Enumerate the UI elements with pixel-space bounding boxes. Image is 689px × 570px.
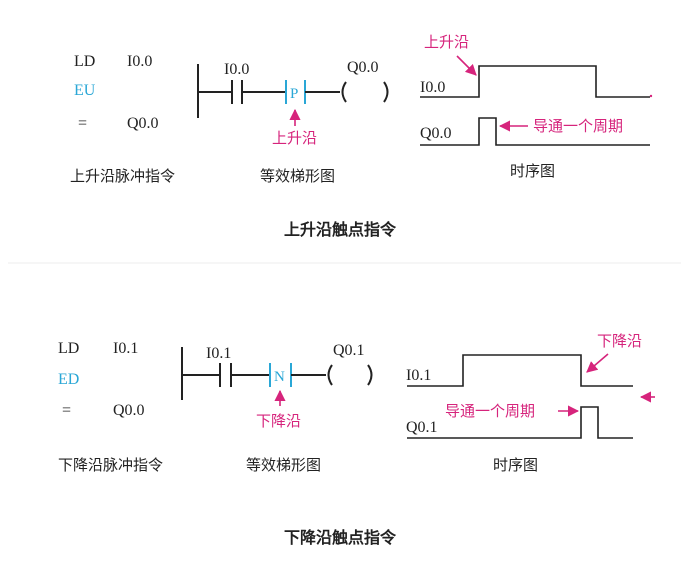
falling-addr-output: Q0.0 (113, 402, 145, 419)
rising-output-waveform (420, 117, 650, 146)
rising-timing-pulse-label: 导通一个周期 (533, 117, 623, 135)
falling-section-title: 下降沿触点指令 (284, 528, 397, 547)
falling-edge-arrow (586, 353, 609, 373)
falling-timing-pulse-label: 导通一个周期 (445, 402, 535, 420)
rising-instruction-list: LD I0.0 EU = Q0.0 上升沿脉冲指令 (70, 53, 175, 185)
falling-contact-symbol: N (274, 369, 285, 385)
falling-timing-input-label: I0.1 (406, 367, 431, 384)
rising-timing-caption: 时序图 (510, 162, 555, 180)
rising-contact-symbol: P (290, 86, 298, 102)
falling-input-waveform (407, 354, 633, 387)
rising-addr-input: I0.0 (127, 53, 152, 70)
falling-output-waveform (407, 406, 633, 439)
falling-instr-out: = (62, 402, 71, 419)
rising-timing-edge-label: 上升沿 (424, 33, 469, 51)
rising-edge-section: LD I0.0 EU = Q0.0 上升沿脉冲指令 I0.0 Q0.0 P 上升… (70, 33, 653, 239)
falling-instr-ed: ED (58, 371, 79, 388)
rising-instr-out: = (78, 115, 87, 132)
rising-section-title: 上升沿触点指令 (284, 220, 397, 239)
rising-timing-input-label: I0.0 (420, 79, 445, 96)
rising-coil-right (383, 81, 389, 103)
falling-instruction-list: LD I0.1 ED = Q0.0 下降沿脉冲指令 (58, 340, 163, 474)
falling-contact-annotation: 下降沿 (256, 412, 301, 430)
falling-ladder-input-label: I0.1 (206, 345, 231, 362)
rising-ladder-caption: 等效梯形图 (260, 167, 335, 185)
rising-timing-diagram (420, 65, 650, 146)
falling-edge-section: LD I0.1 ED = Q0.0 下降沿脉冲指令 I0.1 Q0.1 N 下降… (58, 332, 655, 547)
falling-coil-left (327, 364, 333, 386)
rising-contact-annotation: 上升沿 (272, 129, 317, 147)
rising-ladder-input-label: I0.0 (224, 61, 249, 78)
falling-timing-caption: 时序图 (493, 456, 538, 474)
falling-timing-edge-label: 下降沿 (597, 332, 642, 350)
falling-ladder-caption: 等效梯形图 (246, 456, 321, 474)
falling-timing-diagram (407, 354, 633, 439)
falling-addr-input: I0.1 (113, 340, 138, 357)
falling-coil-right (367, 364, 373, 386)
rising-instr-eu: EU (74, 82, 96, 99)
falling-instr-ld: LD (58, 340, 79, 357)
rising-coil-left (341, 81, 347, 103)
rising-timing-output-label: Q0.0 (420, 125, 452, 142)
rising-input-waveform (420, 65, 650, 98)
rising-desc: 上升沿脉冲指令 (70, 167, 175, 185)
rising-instr-ld: LD (74, 53, 95, 70)
falling-ladder-output-label: Q0.1 (333, 342, 365, 359)
rising-edge-arrow (456, 55, 477, 76)
rising-ladder-diagram (197, 64, 389, 118)
rising-ladder-output-label: Q0.0 (347, 59, 379, 76)
rising-addr-output: Q0.0 (127, 115, 159, 132)
rising-input-end-dot (649, 94, 653, 98)
falling-timing-output-label: Q0.1 (406, 419, 438, 436)
falling-desc: 下降沿脉冲指令 (58, 456, 163, 474)
falling-ladder-diagram (181, 347, 373, 400)
